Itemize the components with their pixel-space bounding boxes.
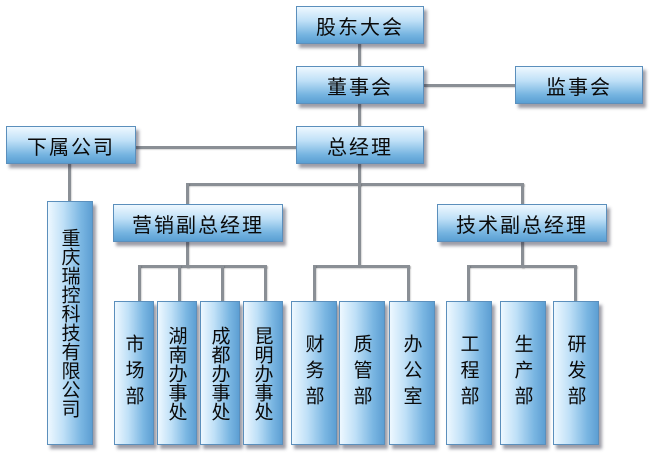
- connector-gm-units-down: [358, 183, 361, 267]
- general-manager-box: 总经理: [296, 126, 424, 164]
- gm-unit-box: 财务部: [291, 301, 337, 445]
- connector-sales-unit-1: [138, 265, 141, 303]
- connector-gm-subsidiary: [135, 146, 297, 149]
- subsidiary-company-box: 重庆瑞控科技有限公司: [47, 201, 93, 445]
- subsidiary-box: 下属公司: [6, 126, 136, 164]
- connector-tech-unit-3: [574, 265, 577, 303]
- connector-sales-vp-down: [186, 240, 189, 268]
- gm-unit-box: 质管部: [339, 301, 385, 445]
- connector-vp-bar: [186, 183, 524, 186]
- connector-gm-unit-1: [313, 265, 316, 303]
- connector-tech-vp-down: [521, 240, 524, 268]
- board-of-directors-label: 董事会: [327, 74, 393, 99]
- board-of-directors-box: 董事会: [296, 66, 424, 104]
- tech-vp-label: 技术副总经理: [456, 212, 588, 237]
- sales-unit-box: 市场部: [114, 301, 154, 445]
- connector-sales-unit-4: [264, 265, 267, 303]
- sales-unit-label: 成都办事处: [208, 325, 231, 421]
- tech-vp-box: 技术副总经理: [437, 204, 607, 242]
- connector-gm-unit-3: [407, 265, 410, 303]
- connector-sales-unit-2: [178, 265, 181, 303]
- sales-vp-label: 营销副总经理: [132, 212, 264, 237]
- gm-unit-label: 财务部: [302, 334, 325, 412]
- tech-unit-box: 生产部: [500, 301, 546, 445]
- tech-unit-label: 研发部: [564, 334, 587, 412]
- connector-gm-down: [358, 162, 361, 186]
- tech-unit-box: 研发部: [553, 301, 599, 445]
- tech-unit-label: 工程部: [457, 334, 480, 412]
- sales-unit-box: 成都办事处: [200, 301, 240, 445]
- sales-unit-label: 市场部: [122, 334, 145, 412]
- connector-tech-unit-1: [467, 265, 470, 303]
- tech-unit-label: 生产部: [511, 334, 534, 412]
- connector-subsidiary-company: [68, 162, 71, 202]
- shareholders-meeting-label: 股东大会: [316, 14, 404, 39]
- general-manager-label: 总经理: [327, 134, 393, 159]
- gm-unit-label: 办公室: [400, 334, 423, 412]
- connector-sales-unit-3: [221, 265, 224, 303]
- sales-unit-box: 昆明办事处: [243, 301, 283, 445]
- connector-board-gm: [358, 102, 361, 128]
- shareholders-meeting-box: 股东大会: [296, 6, 424, 44]
- sales-unit-label: 湖南办事处: [165, 325, 188, 421]
- sales-vp-box: 营销副总经理: [113, 204, 283, 242]
- connector-sales-units-bar: [138, 265, 267, 268]
- sales-unit-box: 湖南办事处: [157, 301, 197, 445]
- tech-unit-box: 工程部: [446, 301, 492, 445]
- subsidiary-company-label: 重庆瑞控科技有限公司: [58, 228, 81, 418]
- connector-gm-units-bar: [313, 265, 410, 268]
- connector-board-supervisory: [424, 84, 516, 87]
- connector-sales-vp-up: [186, 183, 189, 205]
- connector-shareholders-board: [358, 42, 361, 68]
- gm-unit-label: 质管部: [350, 334, 373, 412]
- sales-unit-label: 昆明办事处: [251, 325, 274, 421]
- connector-tech-vp-up: [521, 183, 524, 205]
- subsidiary-label: 下属公司: [27, 134, 115, 159]
- gm-unit-box: 办公室: [389, 301, 435, 445]
- supervisory-board-box: 监事会: [515, 66, 643, 104]
- connector-tech-units-bar: [467, 265, 577, 268]
- supervisory-board-label: 监事会: [546, 74, 612, 99]
